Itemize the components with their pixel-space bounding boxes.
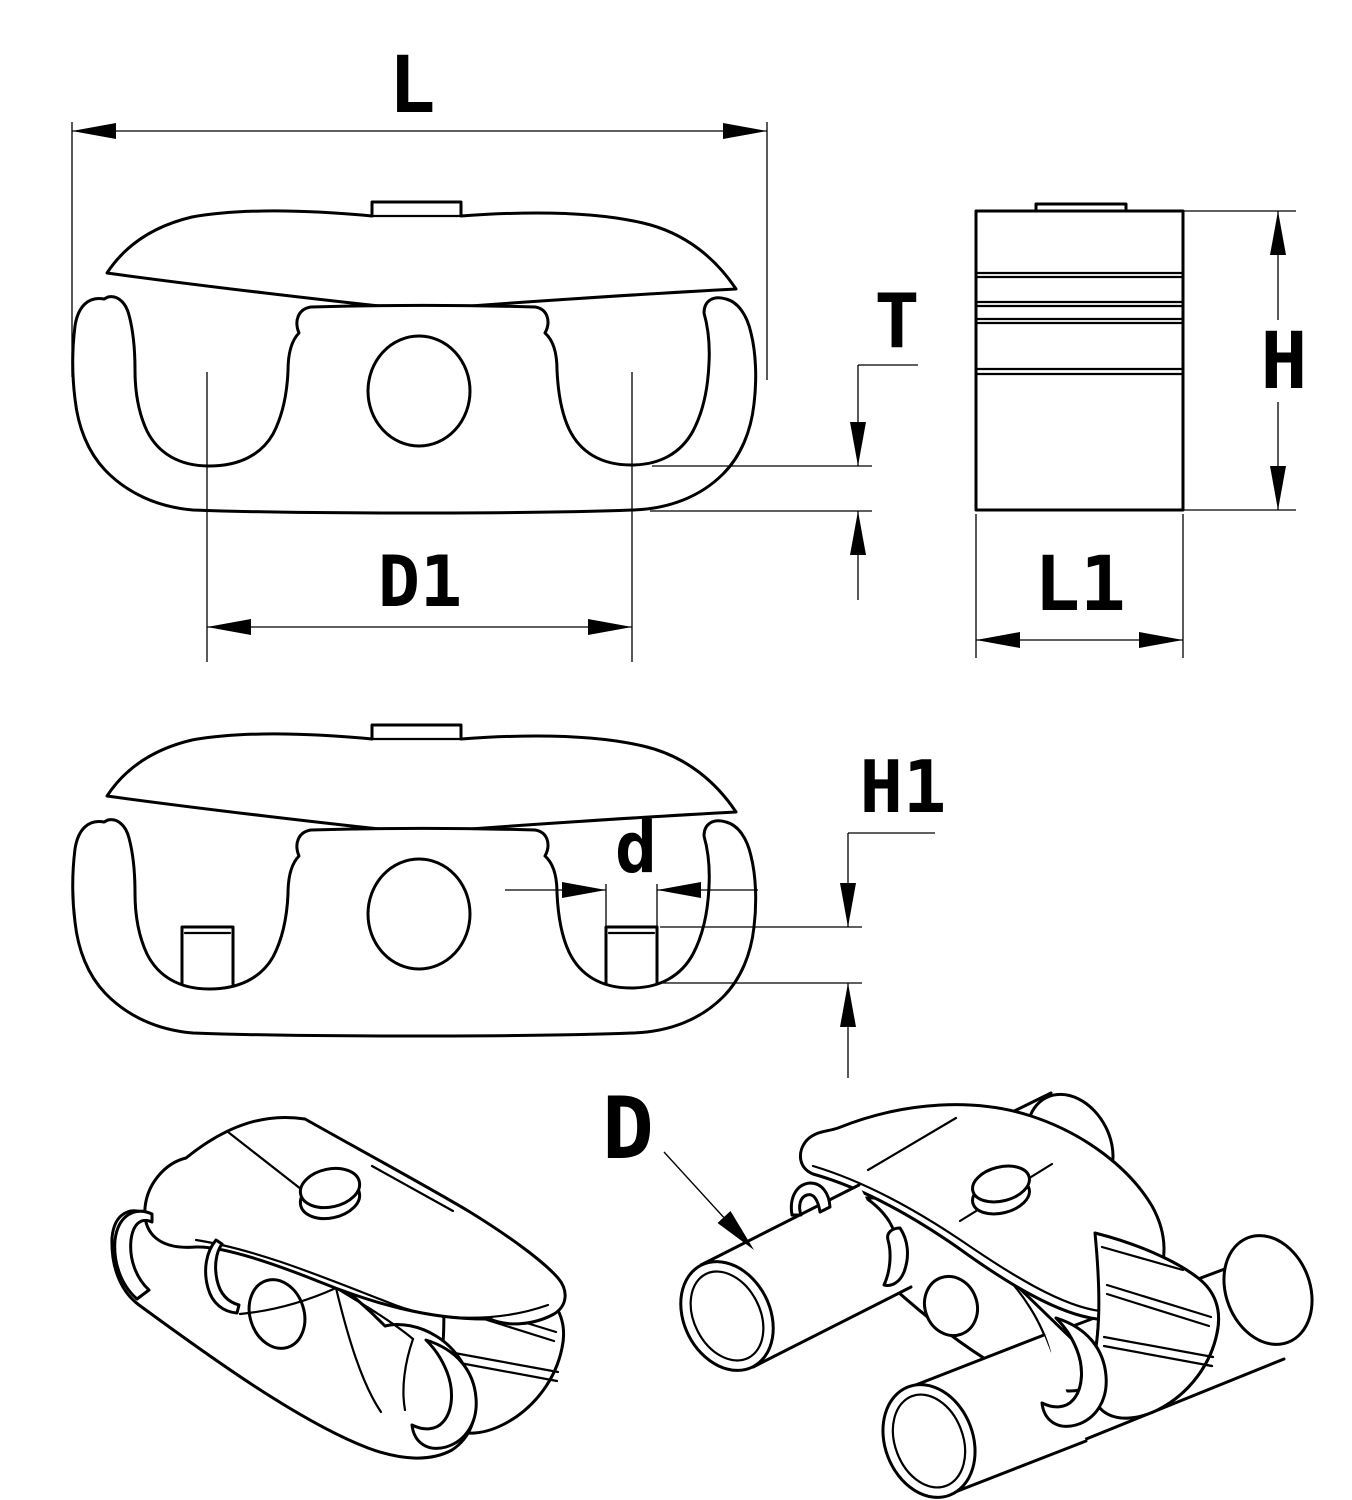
dim-label-notch-height: H1: [860, 745, 947, 829]
arrowhead-left: [72, 123, 116, 139]
iso-view-clamp: [110, 1115, 567, 1460]
iso1-web-top-edge: [238, 1286, 338, 1316]
tube-bottom-edge: [751, 1285, 913, 1369]
front-tube-bore: [891, 1393, 967, 1489]
side-view-band-edges: [974, 271, 1185, 376]
arrowhead-left: [976, 632, 1020, 648]
dim-label-base-thickness: T: [874, 277, 919, 365]
dim-overall-length: L: [71, 41, 768, 380]
dim-notch-width: d: [505, 807, 758, 929]
arrowhead-down: [840, 883, 856, 927]
arrowhead-right: [562, 882, 606, 898]
arrowhead-left: [657, 882, 701, 898]
arrowhead-right: [723, 123, 767, 139]
iso2-hook-tip-arch: [789, 1181, 832, 1217]
dim-tube-diameter: D: [602, 1079, 754, 1250]
left-notch-tab: [180, 925, 235, 986]
iso1-left-hook-tip: [113, 1209, 154, 1301]
front-tube-near-segment: [881, 1333, 1088, 1499]
side-view: H L1: [974, 202, 1308, 658]
iso1-strap-panel-line: [370, 1164, 455, 1213]
right-notch-tab: [604, 925, 659, 986]
tab-outline: [604, 925, 659, 986]
iso1-channel-mouth: [334, 1286, 383, 1414]
rivet-top: [298, 1166, 362, 1210]
front-tube-far-end: [1222, 1234, 1314, 1346]
side-view-top-tab: [1034, 202, 1128, 213]
iso2-strap-thickness-edge: [811, 1164, 1102, 1313]
iso1-strap-thickness-edge: [194, 1238, 550, 1319]
dim-side-width: L1: [975, 514, 1184, 658]
iso1-rivet: [298, 1166, 362, 1221]
tab-outline: [180, 925, 235, 986]
dim-label-notch-width: d: [615, 807, 657, 889]
arrowhead-right: [1139, 632, 1183, 648]
rivet-top: [971, 1164, 1031, 1204]
iso1-strap-panel-line: [226, 1130, 308, 1195]
dim-base-thickness: T: [650, 277, 920, 600]
tube-top-edge: [699, 1183, 861, 1267]
rear-tube-near-segment: [679, 1183, 913, 1372]
tube-top-edge: [906, 1333, 1046, 1390]
arrowhead-left: [207, 619, 251, 635]
rear-tube-open-end: [679, 1260, 775, 1372]
front-view-notched: d H1: [71, 723, 946, 1078]
arrowhead-leader: [717, 1211, 754, 1250]
iso1-channel-lip: [334, 1286, 415, 1341]
iso2-channel-lip-tip: [882, 1226, 909, 1287]
dim-label-side-width: L1: [1034, 539, 1126, 628]
iso1-second-hook-tip: [204, 1238, 241, 1315]
iso2-center-hole: [923, 1274, 979, 1338]
dim-label-side-height: H: [1261, 317, 1308, 407]
dim-center-distance: D1: [206, 372, 633, 662]
arrowhead-down: [850, 422, 866, 466]
dim-label-tube-diameter: D: [602, 1079, 654, 1179]
dim-notch-height: H1: [660, 745, 946, 1078]
side-view-outline: [974, 209, 1185, 512]
iso2-rivet: [971, 1164, 1031, 1216]
iso1-center-hole: [247, 1278, 307, 1350]
dim-side-height: H: [1183, 210, 1308, 511]
front-view-top: L D1 T: [71, 41, 920, 662]
rear-tube-bore: [689, 1270, 765, 1362]
dim-label-center-distance: D1: [378, 541, 462, 623]
iso1-top-strap: [143, 1115, 567, 1326]
iso2-strap-panel-line: [866, 1116, 958, 1172]
arrowhead-down: [1270, 466, 1286, 510]
dim-label-overall-length: L: [389, 41, 436, 131]
arrowhead-up: [1270, 211, 1286, 255]
tube-bottom-edge: [948, 1439, 1088, 1496]
iso1-channel-mouth-inner: [402, 1337, 415, 1412]
arrowhead-right: [588, 619, 632, 635]
iso-view-assembled: D: [602, 1079, 1314, 1499]
